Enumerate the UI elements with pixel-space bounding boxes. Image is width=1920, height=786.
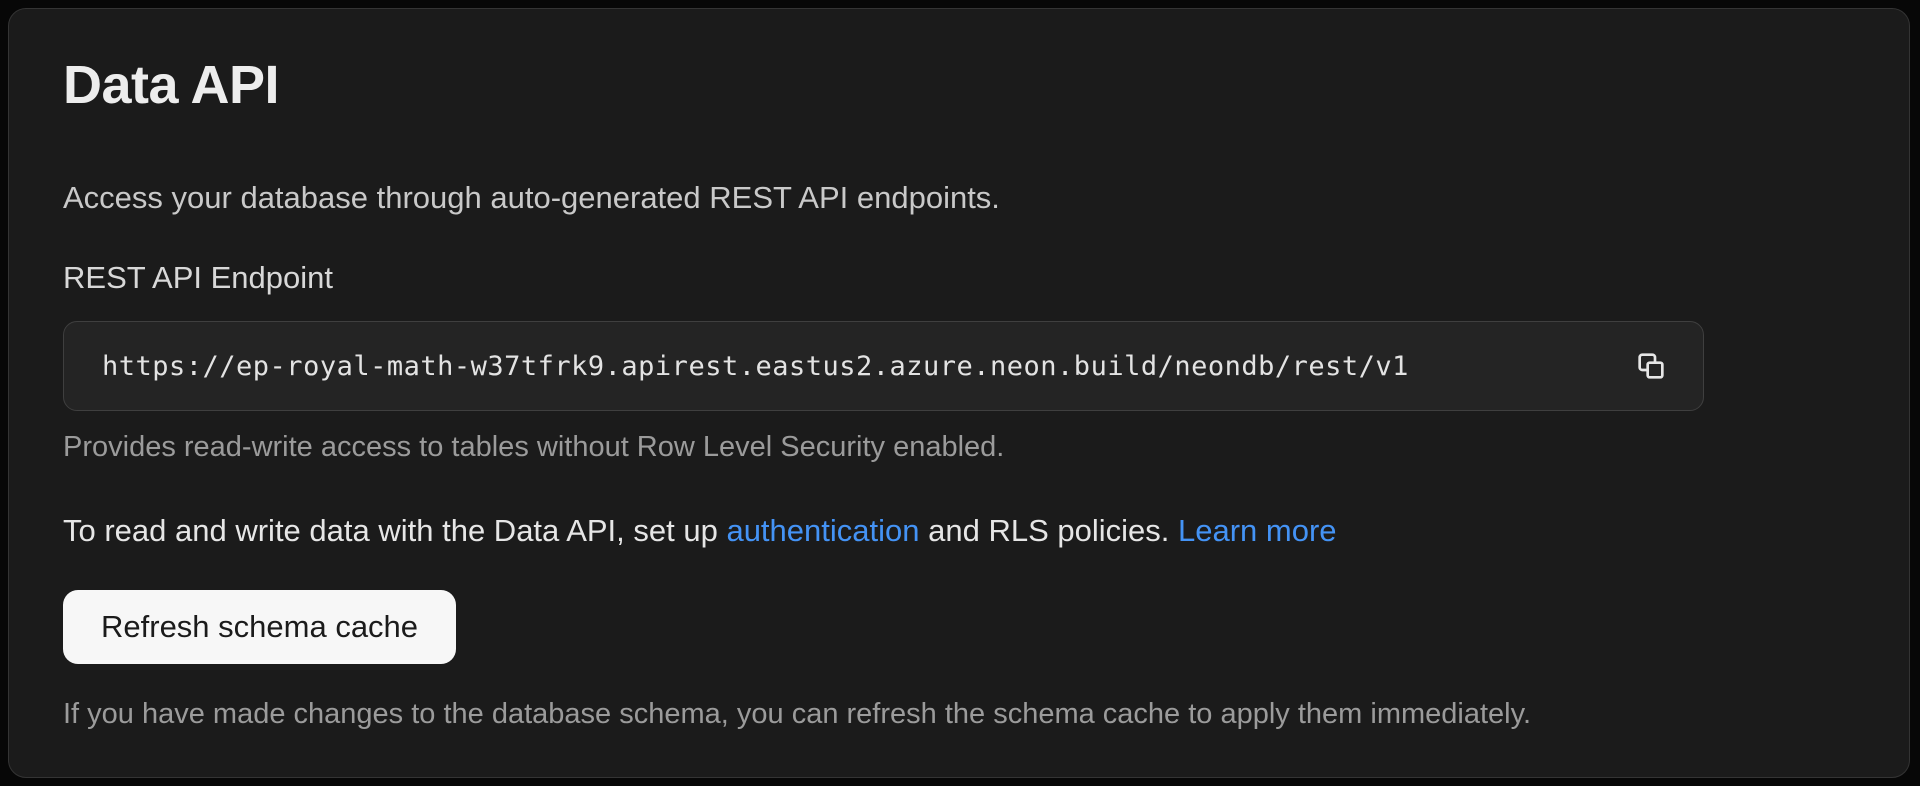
rls-note: To read and write data with the Data API… (63, 510, 1855, 552)
learn-more-link[interactable]: Learn more (1177, 513, 1337, 549)
copy-icon (1635, 350, 1667, 382)
authentication-link[interactable]: authentication (726, 513, 920, 549)
page-title: Data API (63, 55, 280, 115)
refresh-schema-cache-button[interactable]: Refresh schema cache (63, 590, 457, 665)
endpoint-label: REST API Endpoint (63, 260, 333, 296)
endpoint-helper: Provides read-write access to tables wit… (63, 431, 1005, 464)
page-description: Access your database through auto-genera… (63, 180, 1000, 216)
rls-note-text-before: To read and write data with the Data API… (63, 513, 727, 549)
copy-endpoint-button[interactable] (1633, 348, 1669, 384)
endpoint-url: https://ep-royal-math-w37tfrk9.apirest.e… (102, 350, 1409, 382)
data-api-panel: Data API Access your database through au… (8, 8, 1910, 778)
endpoint-url-field: https://ep-royal-math-w37tfrk9.apirest.e… (63, 321, 1704, 412)
refresh-helper: If you have made changes to the database… (63, 698, 1532, 731)
rls-note-text-middle: and RLS policies. (919, 513, 1178, 549)
